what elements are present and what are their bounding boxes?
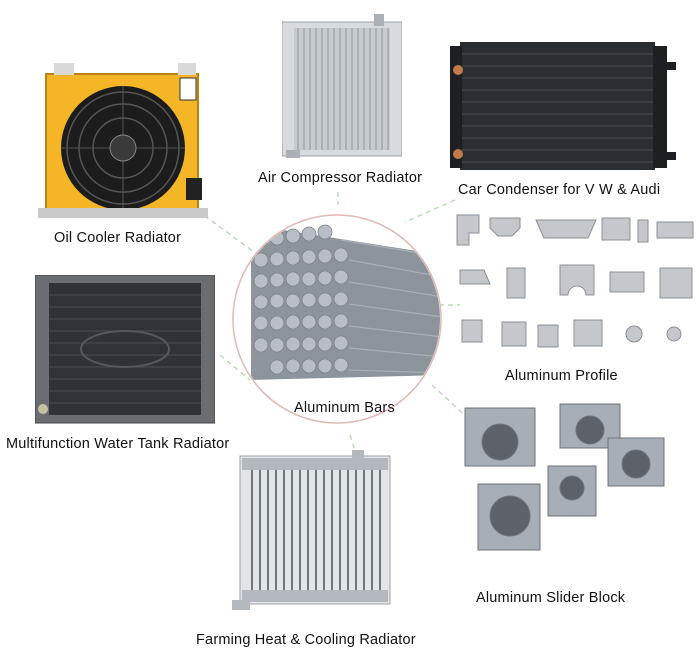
farming-radiator-image bbox=[232, 450, 391, 610]
aluminum-profile-label: Aluminum Profile bbox=[505, 368, 618, 384]
multifunction-label: Multifunction Water Tank Radiator bbox=[6, 436, 230, 452]
aluminum-profile-image bbox=[456, 214, 694, 348]
oil-cooler-radiator-image bbox=[38, 63, 208, 218]
farming-label: Farming Heat & Cooling Radiator bbox=[196, 632, 416, 648]
aluminum-bars-label: Aluminum Bars bbox=[294, 400, 395, 416]
aluminum-bars-image bbox=[232, 214, 442, 424]
car-condenser-label: Car Condenser for V W & Audi bbox=[458, 182, 661, 198]
slider-block-label: Aluminum Slider Block bbox=[476, 590, 626, 606]
air-compressor-radiator-image bbox=[282, 14, 402, 158]
oil-cooler-label: Oil Cooler Radiator bbox=[54, 230, 182, 246]
aluminum-slider-block-image bbox=[464, 403, 665, 551]
air-compressor-label: Air Compressor Radiator bbox=[258, 170, 423, 186]
car-condenser-image bbox=[450, 42, 676, 170]
multifunction-water-tank-image bbox=[35, 275, 215, 424]
